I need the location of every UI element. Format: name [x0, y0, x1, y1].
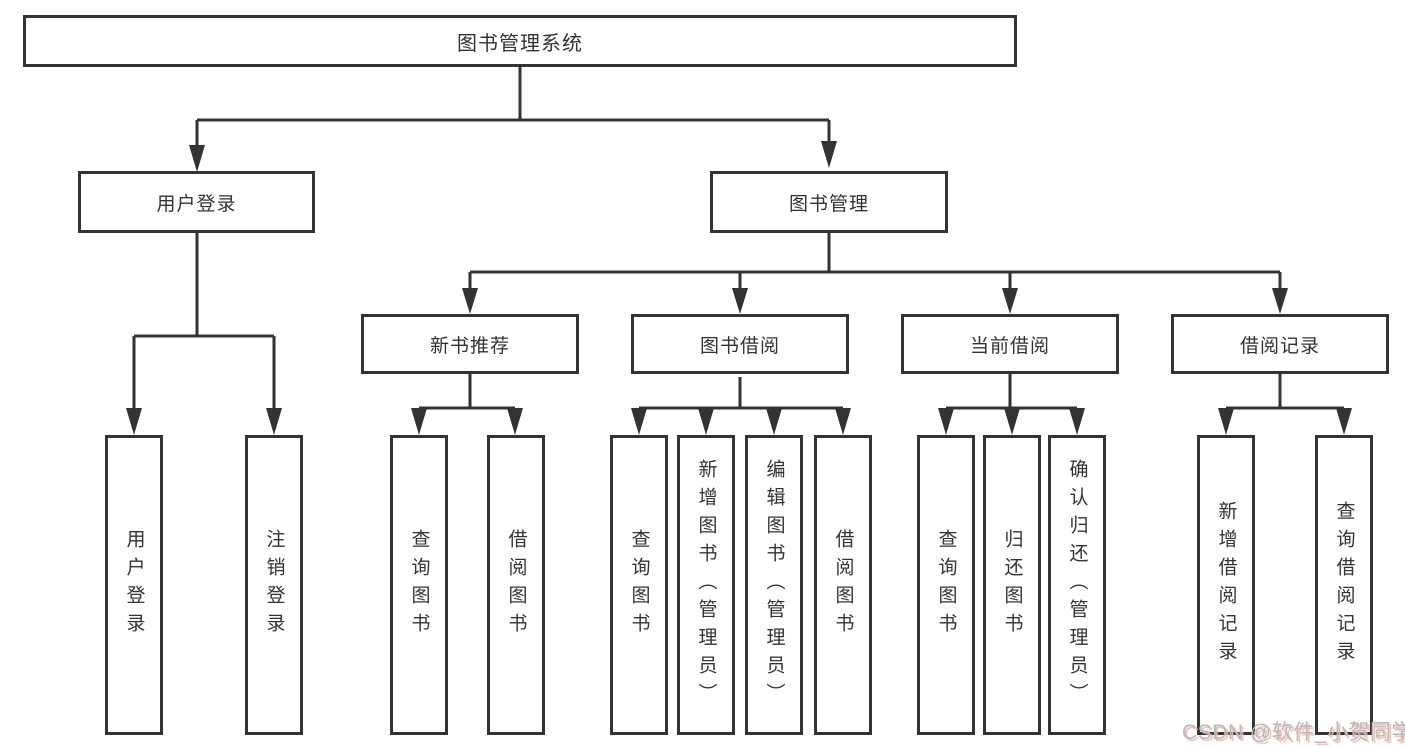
leaf-query-books-recommend: 查询图书: [390, 435, 448, 735]
leaf-return-books: 归还图书: [983, 435, 1041, 735]
node-label: 用户登录: [123, 529, 145, 641]
node-label: 查询图书: [408, 529, 430, 641]
node-label: 注销登录: [263, 529, 285, 641]
node-new-book-recommendation: 新书推荐: [361, 314, 579, 374]
node-borrowing-records: 借阅记录: [1171, 314, 1389, 374]
leaf-add-books-admin: 新增图书（管理员）: [677, 435, 735, 735]
leaf-logout: 注销登录: [245, 435, 303, 735]
leaf-query-books-borrowing: 查询图书: [610, 435, 668, 735]
node-label: 借阅记录: [1239, 335, 1320, 357]
node-library-management-system: 图书管理系统: [23, 15, 1017, 67]
leaf-user-login: 用户登录: [105, 435, 163, 735]
leaf-edit-books-admin: 编辑图书（管理员）: [745, 435, 803, 735]
node-label: 查询借阅记录: [1333, 501, 1355, 669]
csdn-watermark: CSDN @软件_小贺同学: [1182, 721, 1405, 744]
node-label: 图书管理系统: [457, 32, 583, 55]
node-user-login: 用户登录: [78, 171, 315, 233]
leaf-confirm-return-admin: 确认归还（管理员）: [1048, 435, 1106, 735]
node-label: 图书借阅: [699, 335, 780, 357]
node-label: 用户登录: [156, 193, 237, 215]
node-label: 新增图书（管理员）: [695, 459, 717, 711]
node-book-borrowing: 图书借阅: [631, 314, 849, 374]
leaf-query-borrow-record: 查询借阅记录: [1315, 435, 1373, 735]
node-label: 查询图书: [628, 529, 650, 641]
leaf-borrow-books: 借阅图书: [814, 435, 872, 735]
node-label: 编辑图书（管理员）: [763, 459, 785, 711]
node-label: 新增借阅记录: [1215, 501, 1237, 669]
node-current-borrowing: 当前借阅: [901, 314, 1119, 374]
node-label: 图书管理: [788, 193, 869, 215]
leaf-query-books-current: 查询图书: [917, 435, 975, 735]
node-label: 借阅图书: [832, 529, 854, 641]
node-label: 确认归还（管理员）: [1066, 459, 1088, 711]
node-label: 当前借阅: [969, 335, 1050, 357]
node-book-management: 图书管理: [710, 171, 948, 233]
node-label: 新书推荐: [429, 335, 510, 357]
node-label: 借阅图书: [505, 529, 527, 641]
leaf-borrow-books-recommend: 借阅图书: [487, 435, 545, 735]
leaf-add-borrow-record: 新增借阅记录: [1197, 435, 1255, 735]
node-label: 归还图书: [1001, 529, 1023, 641]
node-label: 查询图书: [935, 529, 957, 641]
